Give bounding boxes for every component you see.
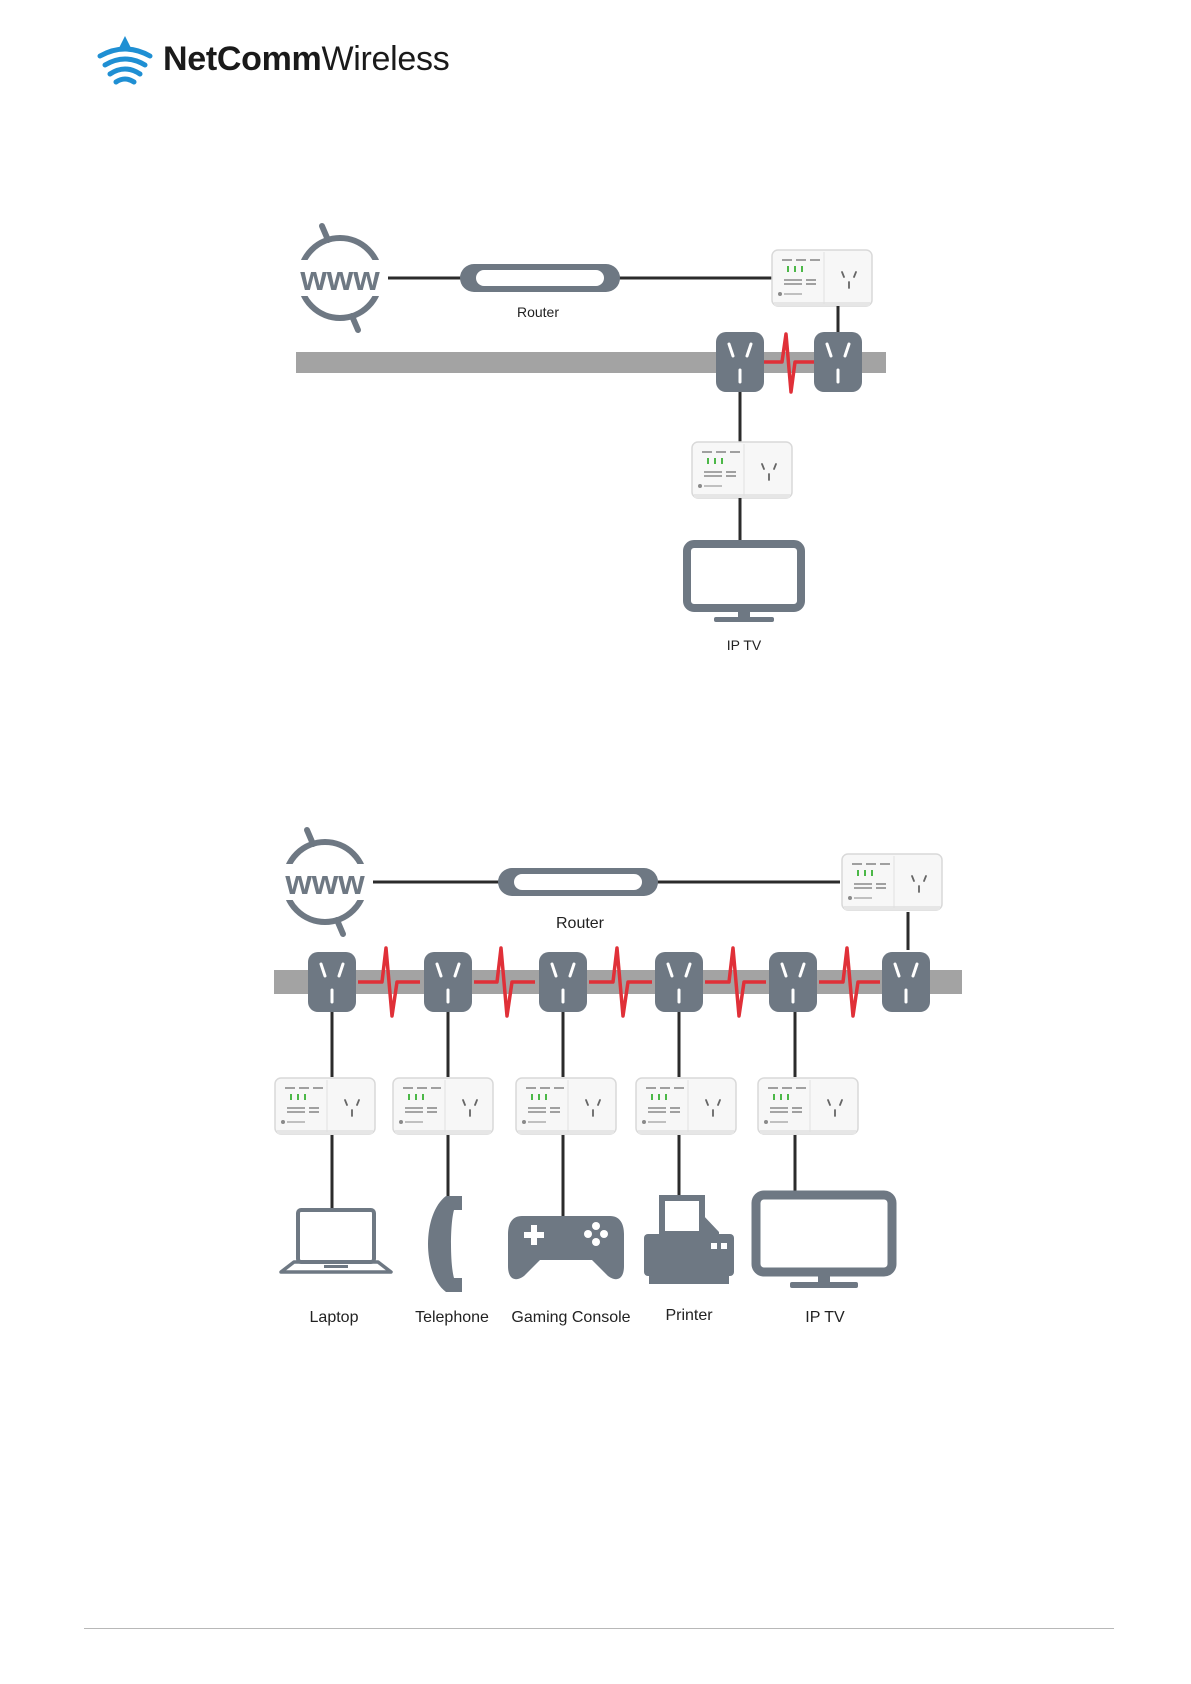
powerline-signal — [764, 334, 814, 392]
router-icon — [498, 868, 658, 896]
powerline-adapter-1 — [772, 250, 872, 306]
powerline-adapter — [516, 1078, 616, 1134]
powerline-adapter — [275, 1078, 375, 1134]
device-label: Gaming Console — [511, 1309, 630, 1326]
laptop-icon — [281, 1210, 391, 1272]
wall-socket-icon — [424, 952, 472, 1012]
powerline-adapter — [758, 1078, 858, 1134]
internet-label: www — [284, 864, 365, 902]
telephone-icon — [428, 1196, 462, 1292]
gamepad-icon — [508, 1216, 624, 1279]
wall-socket-icon — [655, 952, 703, 1012]
internet-globe-icon: www — [292, 226, 388, 330]
wall-socket-icon — [539, 952, 587, 1012]
wall-socket-icon — [716, 332, 764, 392]
router-label: Router — [556, 915, 605, 932]
device-label: Printer — [665, 1307, 713, 1324]
device-label: Telephone — [415, 1309, 489, 1326]
router-icon — [460, 264, 620, 292]
device-label: IP TV — [727, 637, 762, 653]
powerline-adapter-2 — [692, 442, 792, 498]
internet-globe-icon: www — [277, 830, 373, 934]
router-label: Router — [517, 304, 559, 320]
wall-socket-icon — [882, 952, 930, 1012]
tv-icon — [687, 544, 801, 622]
footer-divider — [84, 1628, 1114, 1629]
diagram-1: www Router IP TV — [292, 226, 886, 653]
powerline-adapter — [636, 1078, 736, 1134]
wall-socket-icon — [308, 952, 356, 1012]
internet-label: www — [299, 260, 380, 298]
powerline-adapter-main — [842, 854, 942, 910]
printer-icon — [644, 1198, 734, 1284]
device-label: IP TV — [805, 1309, 845, 1326]
wall-socket-icon — [769, 952, 817, 1012]
powerline-adapter — [393, 1078, 493, 1134]
device-label: Laptop — [310, 1309, 359, 1326]
wall-socket-icon — [814, 332, 862, 392]
tv-icon — [756, 1195, 892, 1288]
diagram-2: www Router — [274, 830, 962, 1326]
